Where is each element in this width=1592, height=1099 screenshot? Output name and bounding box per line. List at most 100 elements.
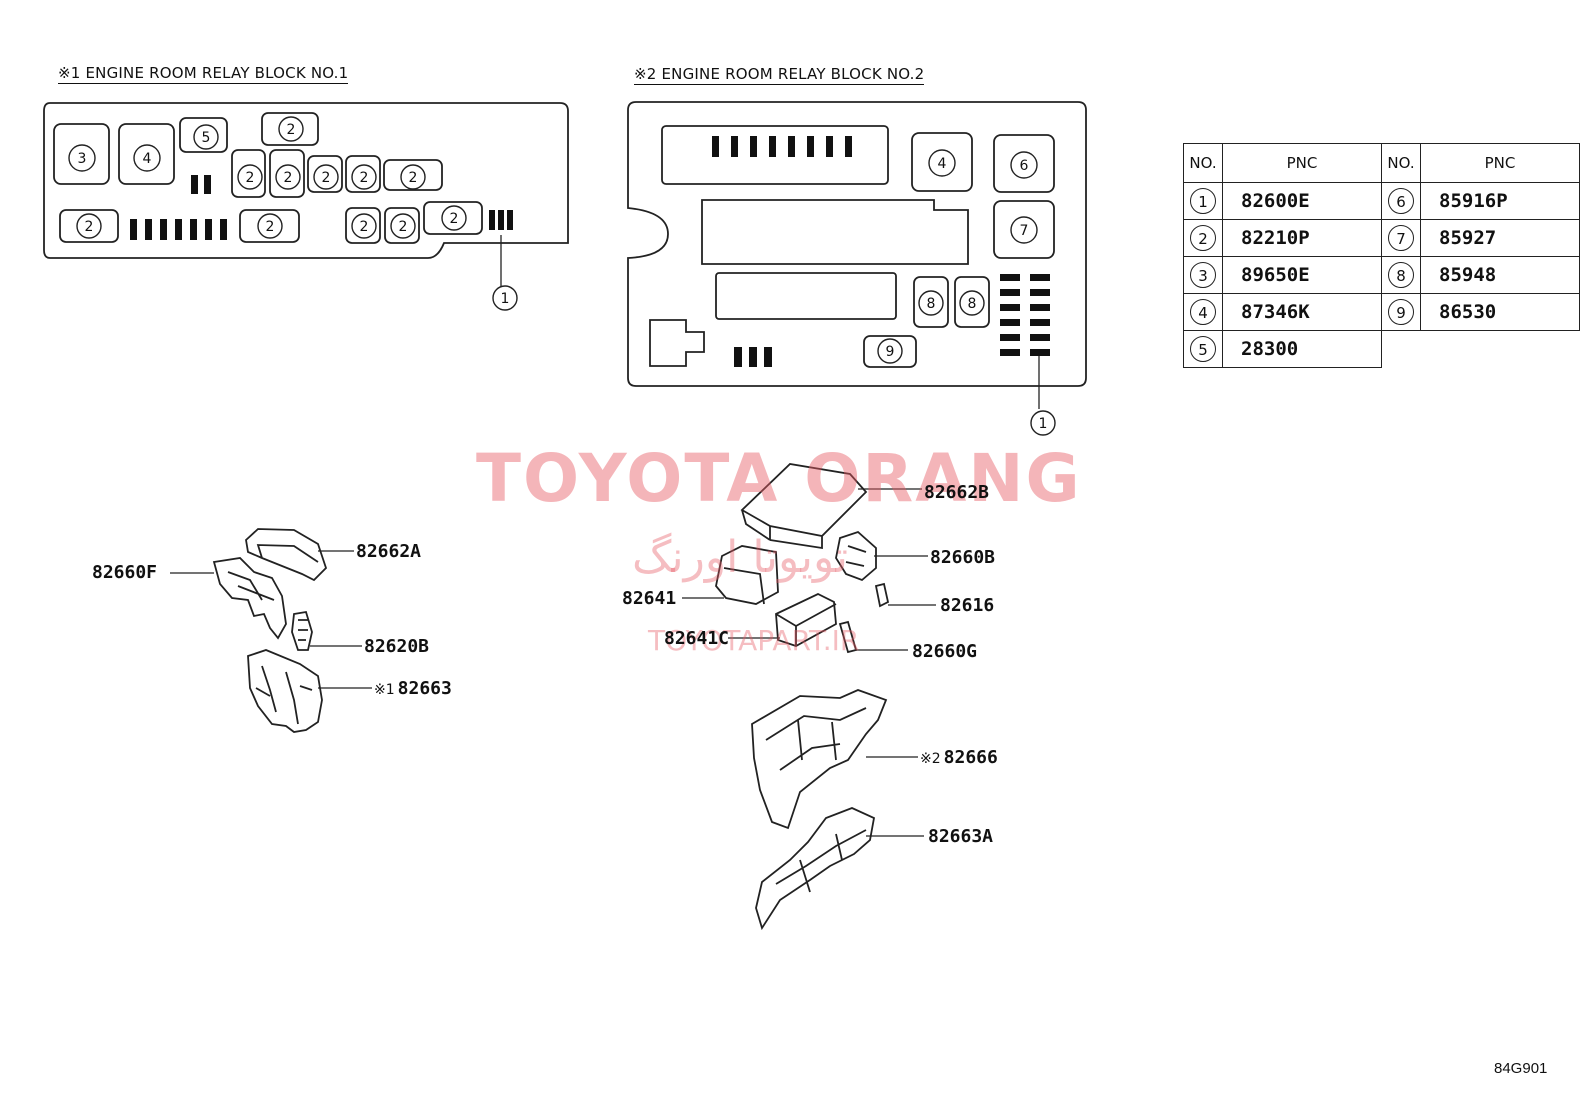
row-no: 4 — [1190, 299, 1216, 325]
b2-box-mid — [701, 199, 969, 265]
part-82660F-label[interactable]: 82660F — [92, 562, 158, 583]
b1-box-2a — [261, 112, 319, 146]
part-82641-label[interactable]: 82641 — [622, 588, 677, 609]
b1-box-3 — [53, 123, 110, 185]
row-pnc[interactable]: 85948 — [1420, 256, 1580, 294]
b1-label-2j: 2 — [399, 219, 408, 235]
b1-label-2h: 2 — [266, 219, 275, 235]
b1-label-2d: 2 — [322, 170, 331, 186]
b1-label-2f: 2 — [409, 170, 418, 186]
row-no: 9 — [1388, 299, 1414, 325]
b1-box-2k — [423, 201, 483, 235]
part-82666-code: 82666 — [943, 747, 998, 768]
b2-box-7 — [993, 200, 1055, 259]
b2-label-1: 1 — [1039, 416, 1048, 432]
b1-label-5: 5 — [202, 130, 211, 146]
b2-box-top — [661, 125, 889, 185]
row-no: 6 — [1388, 188, 1414, 214]
pnc-row: 3 89650E 8 85948 — [1183, 256, 1580, 294]
part-82663A-shape — [755, 807, 876, 931]
row-no: 1 — [1190, 188, 1216, 214]
b2-label-9: 9 — [886, 344, 895, 360]
part-82666-prefix: ※2 — [920, 751, 941, 767]
b2-label-6: 6 — [1020, 158, 1029, 174]
row-pnc[interactable]: 85916P — [1420, 182, 1580, 220]
b1-box-2d — [307, 155, 343, 193]
b2-label-8a: 8 — [927, 296, 936, 312]
row-pnc[interactable]: 87346K — [1222, 293, 1382, 331]
b1-label-2b: 2 — [246, 170, 255, 186]
b1-box-2j — [384, 207, 420, 244]
b1-box-2e — [345, 155, 381, 193]
row-no: 2 — [1190, 225, 1216, 251]
block2-outline — [627, 101, 1087, 387]
b1-box-2b — [231, 149, 266, 198]
row-no: 5 — [1190, 336, 1216, 362]
header-no-right: NO. — [1381, 143, 1421, 183]
part-82662A-shape — [245, 528, 328, 582]
part-82663-code: 82663 — [397, 678, 452, 699]
part-82620B-label[interactable]: 82620B — [364, 636, 430, 657]
header-no-left: NO. — [1183, 143, 1223, 183]
row-pnc[interactable]: 86530 — [1420, 293, 1580, 331]
b2-label-4: 4 — [938, 156, 947, 172]
pnc-row: 2 82210P 7 85927 — [1183, 219, 1580, 257]
watermark-site: TOYOTAPART.IR — [648, 624, 860, 657]
part-82616-label[interactable]: 82616 — [940, 595, 995, 616]
part-82620B-shape — [291, 610, 313, 651]
part-82660G-label[interactable]: 82660G — [912, 641, 978, 662]
part-82660B-shape — [835, 530, 877, 582]
part-82663-shape — [247, 649, 323, 733]
b1-box-5 — [179, 117, 228, 153]
part-82660B-label[interactable]: 82660B — [930, 547, 996, 568]
b2-label-7: 7 — [1020, 223, 1029, 239]
b2-box-6 — [993, 134, 1055, 193]
b1-box-2h — [239, 209, 300, 243]
b2-box-9 — [863, 335, 917, 368]
header-pnc-left: PNC — [1222, 143, 1382, 183]
header-pnc-right: PNC — [1420, 143, 1580, 183]
watermark-persian: تویوتا اورنگ — [632, 532, 848, 583]
pnc-row: 5 28300 — [1183, 330, 1580, 368]
pnc-header-row: NO. PNC NO. PNC — [1183, 143, 1580, 183]
b1-box-2c — [269, 149, 305, 198]
b1-label-2i: 2 — [360, 219, 369, 235]
part-82660F-shape — [212, 557, 287, 640]
b1-label-4: 4 — [143, 151, 152, 167]
pnc-row: 1 82600E 6 85916P — [1183, 182, 1580, 220]
b1-label-1: 1 — [501, 291, 510, 307]
b1-label-2a: 2 — [287, 122, 296, 138]
part-82641C-label[interactable]: 82641C — [664, 628, 730, 649]
b2-connector — [649, 319, 705, 367]
b1-box-2g — [59, 209, 119, 243]
b2-box-4 — [911, 132, 973, 192]
row-pnc[interactable]: 82210P — [1222, 219, 1382, 257]
row-pnc[interactable]: 85927 — [1420, 219, 1580, 257]
b1-label-2c: 2 — [284, 170, 293, 186]
row-pnc[interactable]: 89650E — [1222, 256, 1382, 294]
part-82662A-label[interactable]: 82662A — [356, 541, 422, 562]
block2-title: ※2 ENGINE ROOM RELAY BLOCK NO.2 — [634, 65, 925, 85]
row-no: 8 — [1388, 262, 1414, 288]
row-pnc[interactable]: 28300 — [1222, 330, 1382, 368]
row-no: 3 — [1190, 262, 1216, 288]
part-82663-prefix: ※1 — [374, 682, 395, 698]
row-pnc[interactable]: 82600E — [1222, 182, 1382, 220]
part-82666-shape — [751, 689, 888, 830]
part-82662B-shape — [740, 463, 868, 550]
pnc-row: 4 87346K 9 86530 — [1183, 293, 1580, 331]
terminal-bars — [130, 136, 1050, 367]
part-82641-shape — [715, 545, 779, 605]
diagram-code: 84G901 — [1494, 1060, 1548, 1077]
b1-label-2k: 2 — [450, 211, 459, 227]
leader-lines — [170, 235, 1040, 837]
part-82641C-shape — [775, 592, 837, 647]
b1-box-2i — [345, 207, 381, 244]
part-82662B-label[interactable]: 82662B — [924, 482, 990, 503]
b1-box-4 — [118, 123, 175, 185]
part-82663A-label[interactable]: 82663A — [928, 826, 994, 847]
b1-label-3: 3 — [78, 151, 87, 167]
